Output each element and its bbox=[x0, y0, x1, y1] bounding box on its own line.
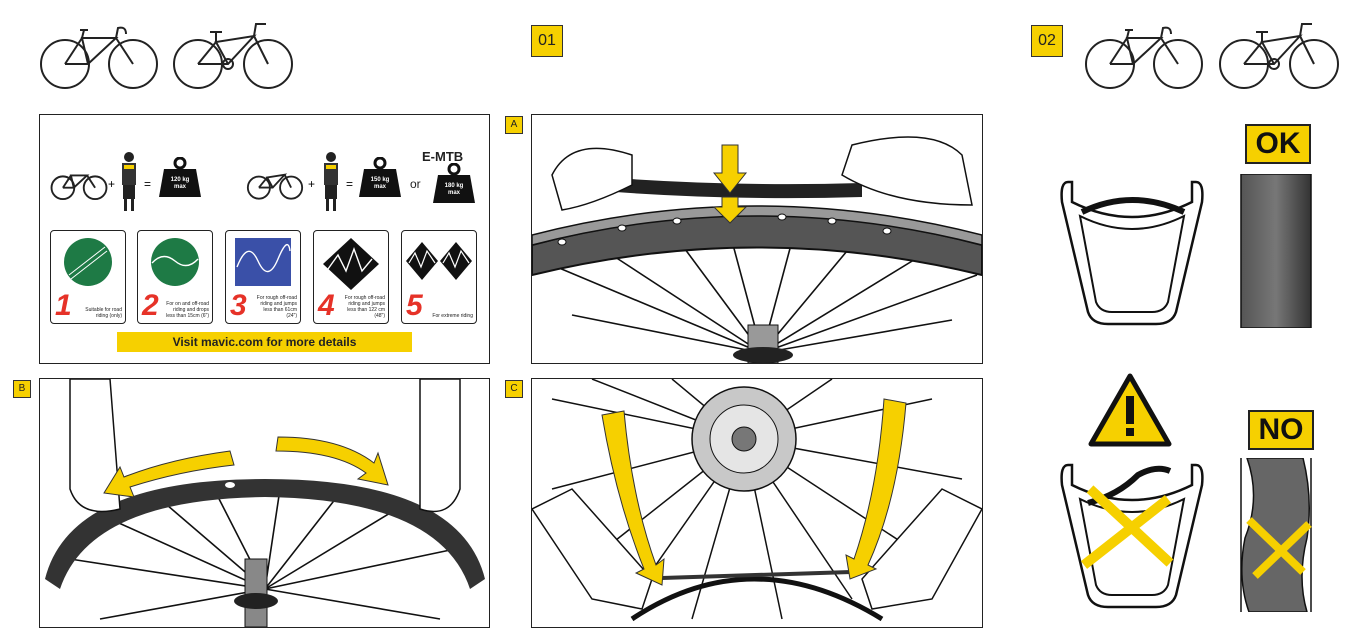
category-number-2: 2 bbox=[142, 289, 159, 322]
weight-suffix-3: max bbox=[447, 190, 460, 196]
visit-banner: Visit mavic.com for more details bbox=[117, 332, 412, 352]
hybrid-bike-icon bbox=[173, 23, 293, 89]
category-number-1: 1 bbox=[55, 289, 72, 322]
road-category-icon bbox=[64, 238, 112, 286]
category-text-2: For on and off-road riding and drops les… bbox=[166, 301, 209, 319]
emtb-label: E-MTB bbox=[422, 149, 464, 164]
category-card-2: 2 For on and off-road riding and drops l… bbox=[137, 230, 213, 324]
category-text-1: Suitable for road riding (only) bbox=[85, 307, 122, 319]
big-jump-icon bbox=[323, 238, 379, 290]
category-card-4: 4 For rough off-road riding and jumps le… bbox=[313, 230, 389, 324]
weight-icon bbox=[359, 157, 401, 197]
equals-sign: = bbox=[346, 177, 354, 191]
road-bike-icon bbox=[40, 26, 158, 89]
onroad-offroad-icon bbox=[151, 238, 199, 286]
rider-icon bbox=[122, 152, 136, 211]
arrow-icon bbox=[712, 144, 748, 194]
category-number-4: 4 bbox=[318, 289, 335, 322]
panel-b-illustration bbox=[39, 378, 490, 628]
weight-value-2: 150 kg bbox=[370, 177, 390, 183]
arrow-icon bbox=[601, 410, 665, 586]
rough-offroad-icon bbox=[235, 238, 291, 286]
arrow-icon bbox=[845, 398, 907, 580]
category-number-5: 5 bbox=[406, 289, 423, 322]
tire-side-no bbox=[1237, 458, 1315, 612]
category-text-3: For rough off-road riding and jumps less… bbox=[256, 295, 297, 319]
rim-profile-no bbox=[1060, 463, 1204, 609]
weight-icon bbox=[159, 157, 201, 197]
panel-a-illustration bbox=[531, 114, 983, 364]
panel-label-a: A bbox=[505, 116, 523, 134]
hybrid-bike-icon bbox=[246, 173, 304, 200]
rider-icon bbox=[324, 152, 338, 211]
category-text-5: For extreme riding bbox=[432, 313, 473, 319]
plus-sign: + bbox=[308, 177, 316, 191]
usage-info-panel: + = 120 kg max + = 150 kg max or E-MTB 1… bbox=[39, 114, 490, 364]
panel-label-b: B bbox=[13, 380, 31, 398]
panel-label-c: C bbox=[505, 380, 523, 398]
wheel-spokes bbox=[551, 240, 978, 354]
arrow-icon bbox=[103, 450, 235, 498]
weight-suffix-2: max bbox=[373, 184, 386, 190]
step-number-01: 01 bbox=[531, 25, 563, 57]
arrow-icon bbox=[275, 436, 389, 486]
tire-side-ok bbox=[1237, 174, 1315, 328]
weight-suffix-1: max bbox=[173, 184, 186, 190]
panel-c-illustration bbox=[531, 378, 983, 628]
cross-icon bbox=[1080, 485, 1174, 569]
equals-sign: = bbox=[144, 177, 152, 191]
category-card-3: 3 For rough off-road riding and jumps le… bbox=[225, 230, 301, 324]
category-text-4: For rough off-road riding and jumps less… bbox=[344, 295, 385, 319]
category-card-1: 1 Suitable for road riding (only) bbox=[50, 230, 126, 324]
rim-profile-ok bbox=[1060, 180, 1204, 326]
weight-value-3: 180 kg bbox=[444, 183, 464, 189]
category-number-3: 3 bbox=[230, 289, 247, 322]
ok-label: OK bbox=[1245, 124, 1311, 164]
no-label: NO bbox=[1248, 410, 1314, 450]
hybrid-bike-icon bbox=[1219, 23, 1339, 89]
arrow-icon bbox=[712, 196, 748, 224]
or-label: or bbox=[410, 177, 421, 191]
step-number-02: 02 bbox=[1031, 25, 1063, 57]
weight-value-1: 120 kg bbox=[170, 177, 190, 183]
road-bike-icon bbox=[50, 174, 108, 201]
plus-sign: + bbox=[108, 177, 116, 191]
cross-icon bbox=[1246, 517, 1312, 579]
road-bike-icon bbox=[1085, 26, 1203, 89]
category-card-5: 5 For extreme riding bbox=[401, 230, 477, 324]
weight-icon bbox=[433, 163, 475, 203]
warning-icon bbox=[1088, 373, 1172, 447]
extreme-icon bbox=[406, 242, 472, 280]
